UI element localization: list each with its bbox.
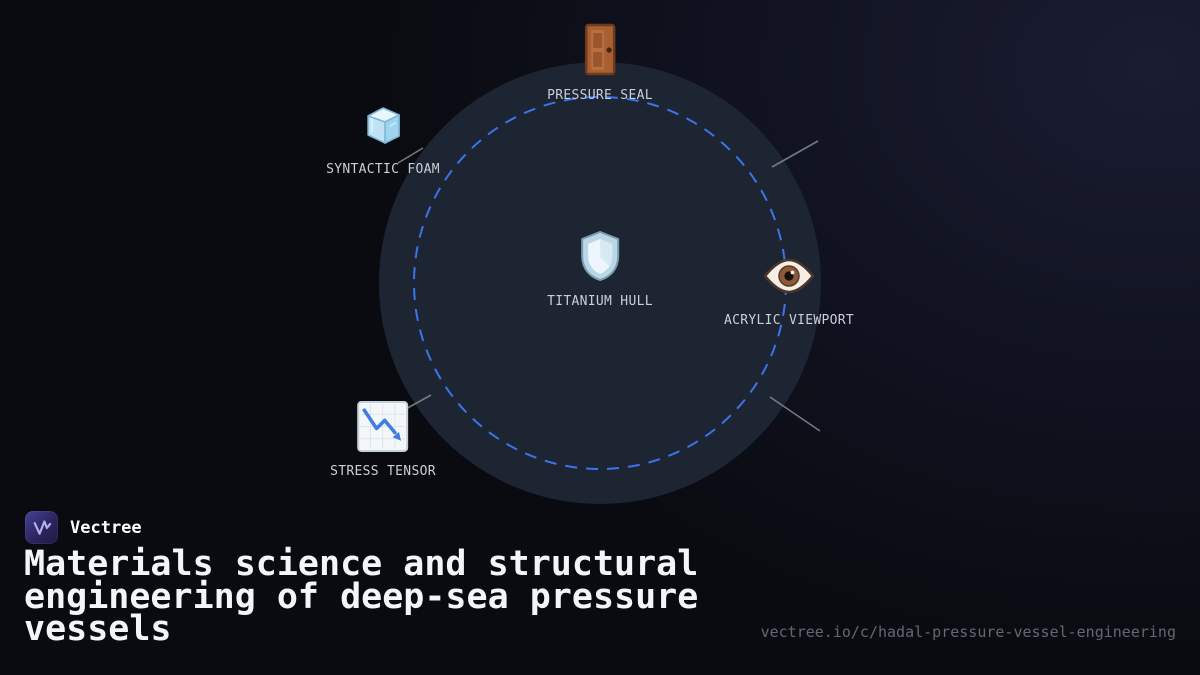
node-pressure-seal[interactable]: PRESSURE SEAL [547, 23, 653, 103]
node-label: STRESS TENSOR [330, 464, 436, 479]
tick-line-lower-left [403, 394, 432, 411]
node-label: SYNTACTIC FOAM [326, 162, 440, 177]
node-acrylic-viewport[interactable]: ACRYLIC VIEWPORT [724, 256, 854, 328]
node-label: ACRYLIC VIEWPORT [723, 313, 855, 328]
node-titanium-hull[interactable]: TITANIUM HULL [547, 230, 653, 309]
ice-cube-icon [367, 107, 400, 144]
node-label: TITANIUM HULL [547, 294, 653, 309]
shield-icon [581, 230, 619, 282]
vectree-logo [25, 511, 58, 544]
page-url: vectree.io/c/hadal-pressure-vessel-engin… [760, 623, 1176, 641]
brand-row: Vectree [25, 511, 142, 544]
tick-line-upper-right [771, 140, 819, 168]
node-stress-tensor[interactable]: STRESS TENSOR [330, 400, 436, 479]
tick-line-lower-right [769, 396, 821, 432]
page-title: Materials science and structural enginee… [24, 544, 699, 649]
chart-decreasing-icon [357, 401, 409, 452]
brand-name: Vectree [70, 517, 142, 538]
tick-line-upper-left [397, 147, 424, 164]
node-syntactic-foam[interactable]: SYNTACTIC FOAM [326, 101, 440, 177]
node-label: PRESSURE SEAL [547, 88, 653, 103]
hull-ring-disc [379, 62, 821, 504]
door-icon [584, 23, 616, 76]
waveform-v-icon [33, 519, 51, 535]
eye-icon [763, 258, 815, 294]
